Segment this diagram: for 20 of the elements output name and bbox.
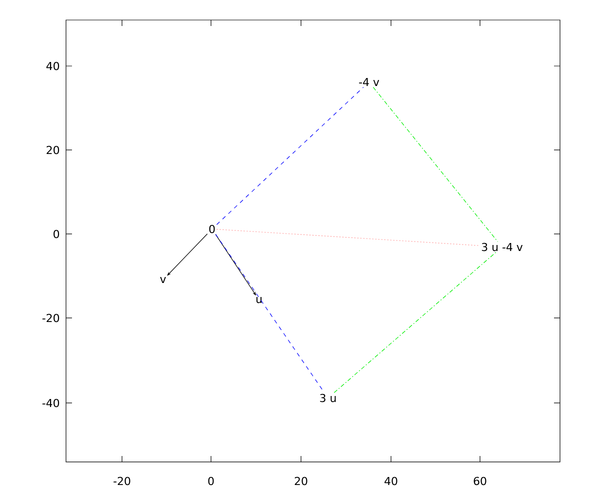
point-label: 3 u <box>320 394 336 402</box>
tick-label: 40 <box>384 476 398 486</box>
tick-label: 0 <box>208 476 214 486</box>
tick-label: -20 <box>114 476 130 486</box>
point-label: u <box>256 296 262 304</box>
point-label: -4 v <box>359 78 380 86</box>
connector-line <box>216 86 364 225</box>
point-label: 0 <box>209 224 215 234</box>
tick-label: 20 <box>46 146 60 154</box>
connector-line <box>372 86 498 242</box>
point-label: v <box>160 277 166 283</box>
connector-line <box>334 252 496 393</box>
tick-label: 60 <box>474 476 486 486</box>
point-label: 3 u -4 v <box>482 242 523 252</box>
tick-label: -20 <box>42 314 60 322</box>
tick-label: -40 <box>42 398 60 408</box>
tick-label: 0 <box>54 230 60 238</box>
connector-line <box>216 228 480 246</box>
tick-label: 20 <box>294 476 308 486</box>
tick-label: 40 <box>46 62 60 70</box>
